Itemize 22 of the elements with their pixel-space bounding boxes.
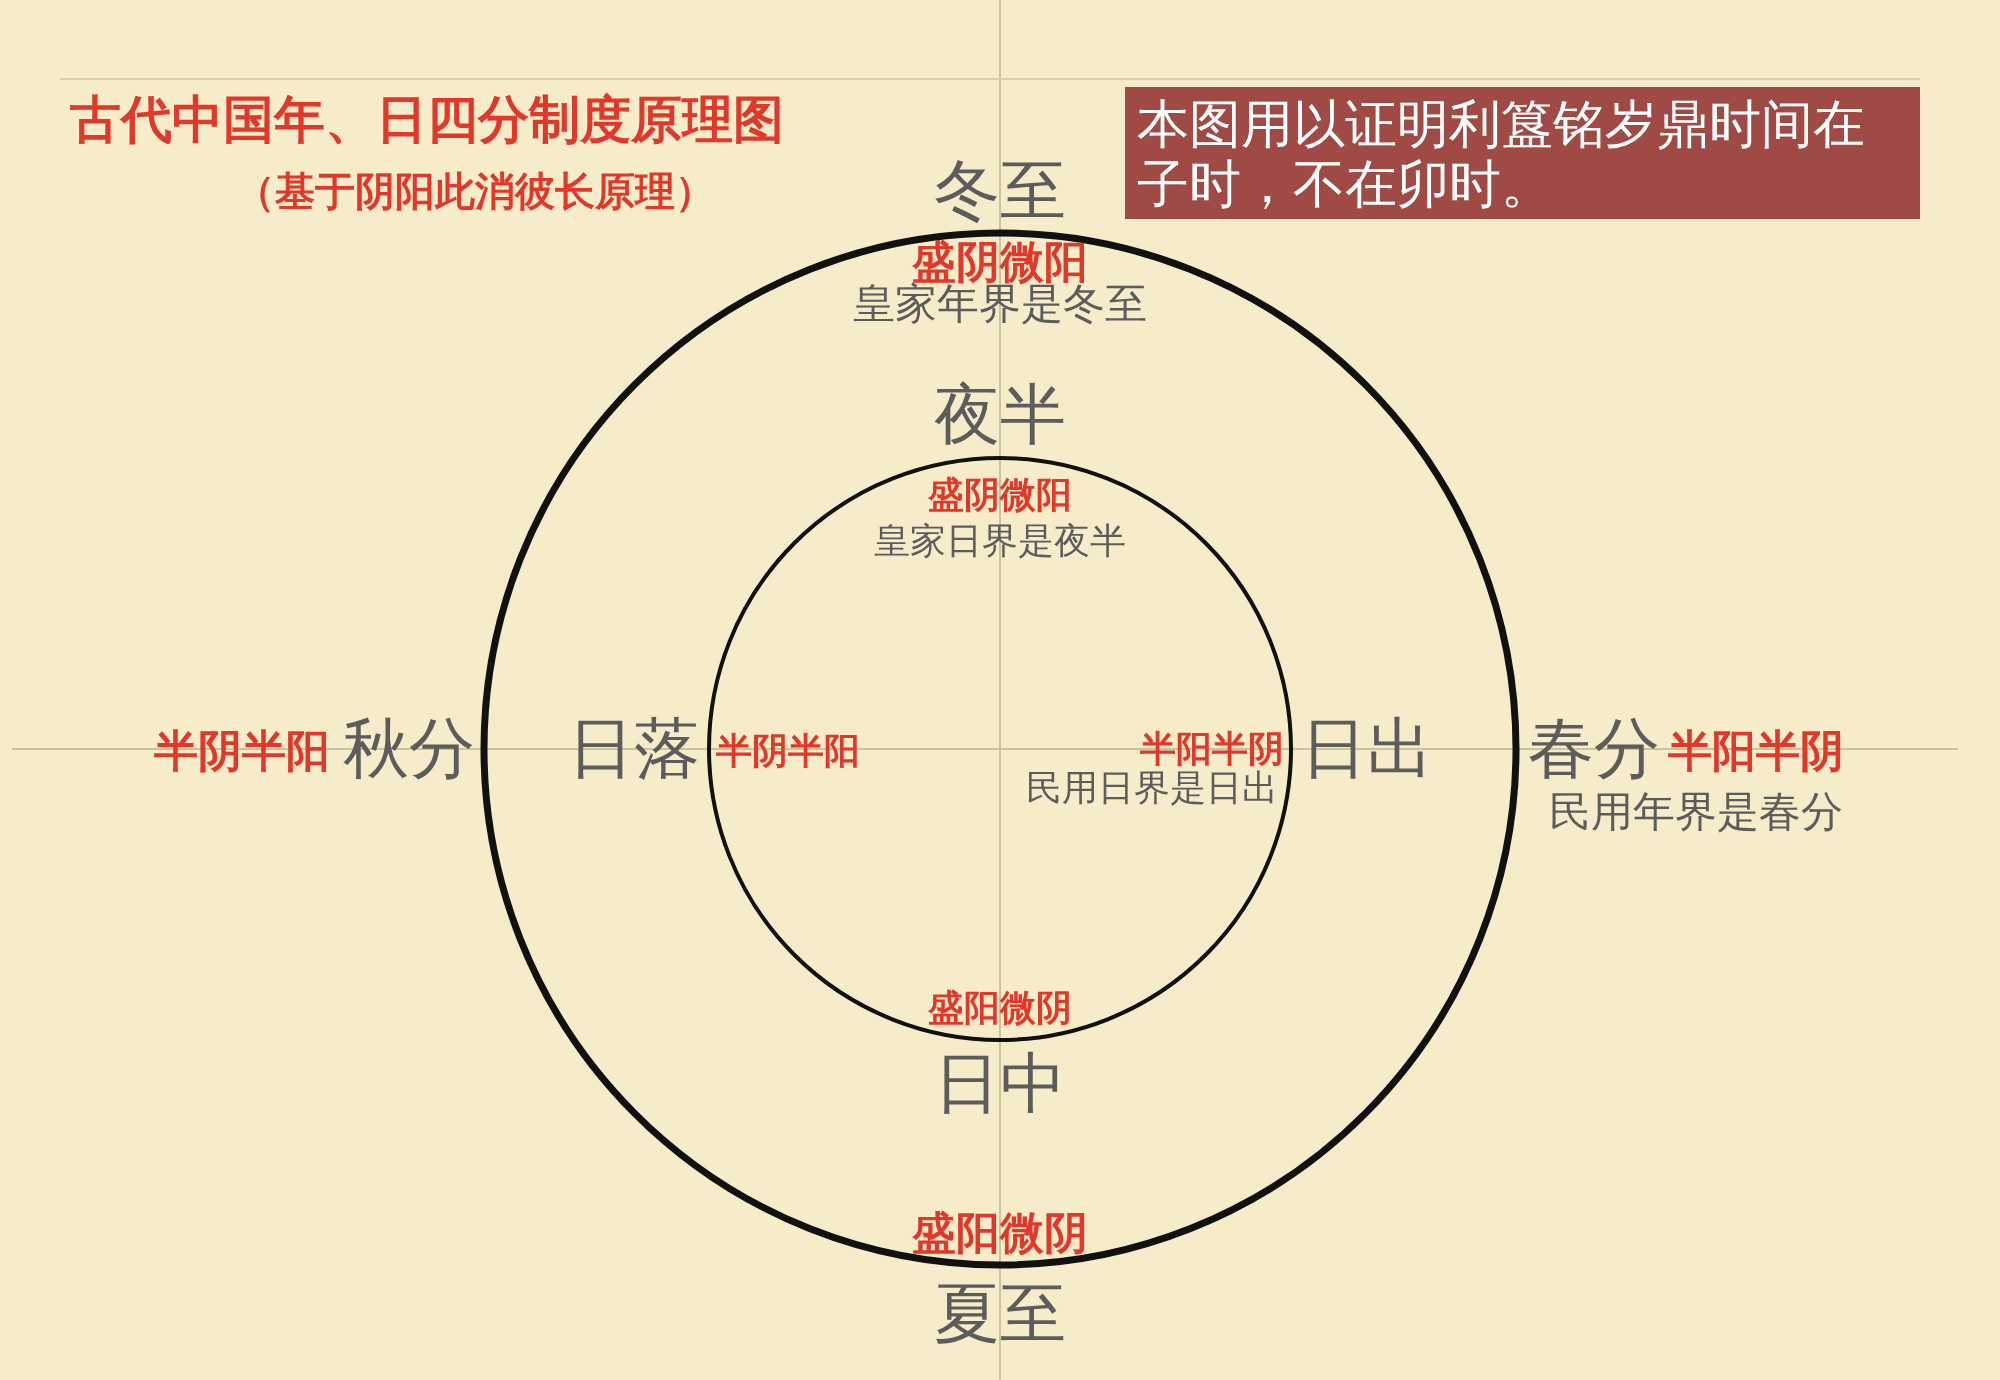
yin-yang-state-label: 半阳半阴 [1140, 729, 1284, 769]
yin-yang-state-label: 半阴半阳 [716, 731, 860, 771]
time-point-label: 春分 [1528, 712, 1660, 786]
yin-yang-state-label: 盛阳微阴 [928, 988, 1072, 1028]
time-point-label: 秋分 [343, 712, 475, 786]
note-text: 本图用以证明利簋铭岁鼎时间在子时，不在卯时。 [1137, 95, 1866, 215]
time-point-label: 夏至 [934, 1277, 1066, 1351]
time-point-label: 夜半 [934, 378, 1066, 452]
boundary-note: 皇家日界是夜半 [874, 521, 1126, 561]
yin-yang-state-label: 盛阳微阴 [912, 1208, 1088, 1258]
boundary-note: 民用日界是日出 [1026, 768, 1278, 808]
time-point-label: 日出 [1301, 712, 1433, 786]
yin-yang-state-label: 盛阴微阳 [928, 475, 1072, 515]
yin-yang-state-label: 半阳半阴 [1668, 726, 1844, 776]
time-point-label: 日落 [568, 712, 700, 786]
subtitle: （基于阴阳此消彼长原理） [235, 169, 715, 213]
note-panel [1125, 87, 1920, 219]
time-point-label: 日中 [934, 1047, 1066, 1121]
diagram-title: 古代中国年、日四分制度原理图 [70, 89, 784, 151]
yin-yang-state-label: 半阴半阳 [154, 726, 330, 776]
time-point-label: 冬至 [934, 154, 1066, 228]
boundary-note: 民用年界是春分 [1549, 788, 1843, 836]
